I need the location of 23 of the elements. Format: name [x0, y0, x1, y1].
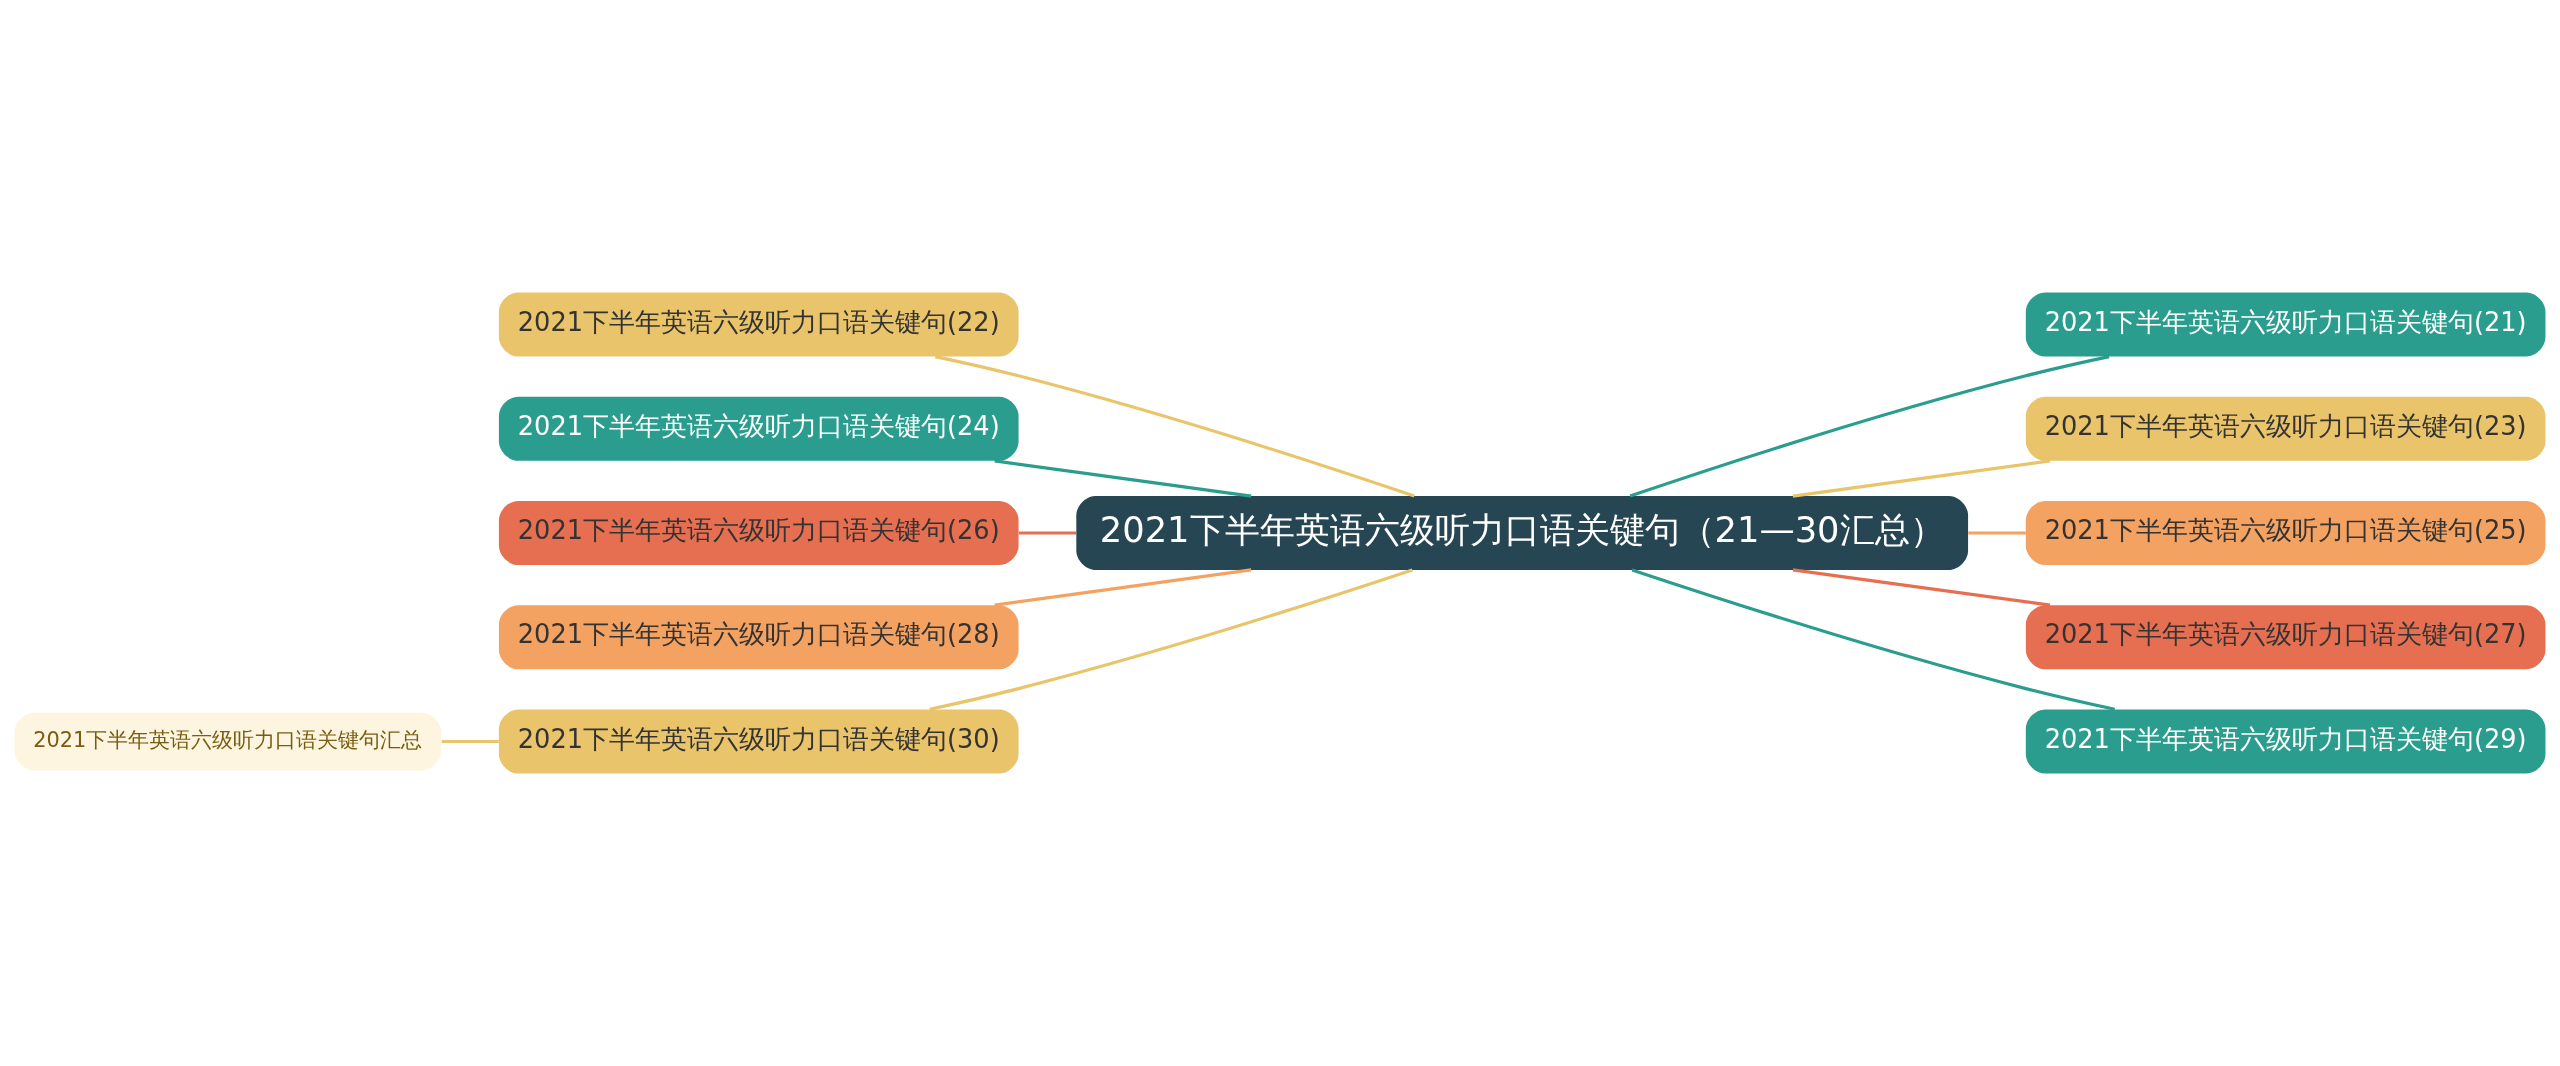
node-box: 2021下半年英语六级听力口语关键句(26): [498, 500, 1019, 566]
connector: [1018, 531, 1077, 535]
node-box: 2021下半年英语六级听力口语关键句(23): [2025, 396, 2546, 461]
node-box: 2021下半年英语六级听力口语关键句(27): [2025, 605, 2546, 670]
node-box: 2021下半年英语六级听力口语关键句(28): [498, 605, 1019, 670]
node-box: 2021下半年英语六级听力口语关键句汇总: [14, 712, 442, 771]
connector: [1792, 568, 2051, 607]
connector: [441, 739, 499, 744]
node-box: 2021下半年英语六级听力口语关键句（21—30汇总）: [1076, 496, 1969, 570]
node-box: 2021下半年英语六级听力口语关键句(25): [2025, 500, 2546, 566]
node-box: 2021下半年英语六级听力口语关键句(22): [498, 292, 1019, 357]
node-box: 2021下半年英语六级听力口语关键句(29): [2025, 709, 2546, 774]
connector: [1629, 355, 2110, 498]
connector: [994, 568, 1252, 607]
connector: [929, 568, 1413, 711]
connector: [994, 459, 1252, 498]
connector: [934, 355, 1415, 498]
node-box: 2021下半年英语六级听力口语关键句(21): [2025, 292, 2546, 357]
connector: [1631, 568, 2116, 711]
node-box: 2021下半年英语六级听力口语关键句(30): [498, 709, 1019, 774]
connector: [1792, 459, 2051, 498]
node-box: 2021下半年英语六级听力口语关键句(24): [498, 396, 1019, 461]
connector: [1968, 531, 2026, 535]
